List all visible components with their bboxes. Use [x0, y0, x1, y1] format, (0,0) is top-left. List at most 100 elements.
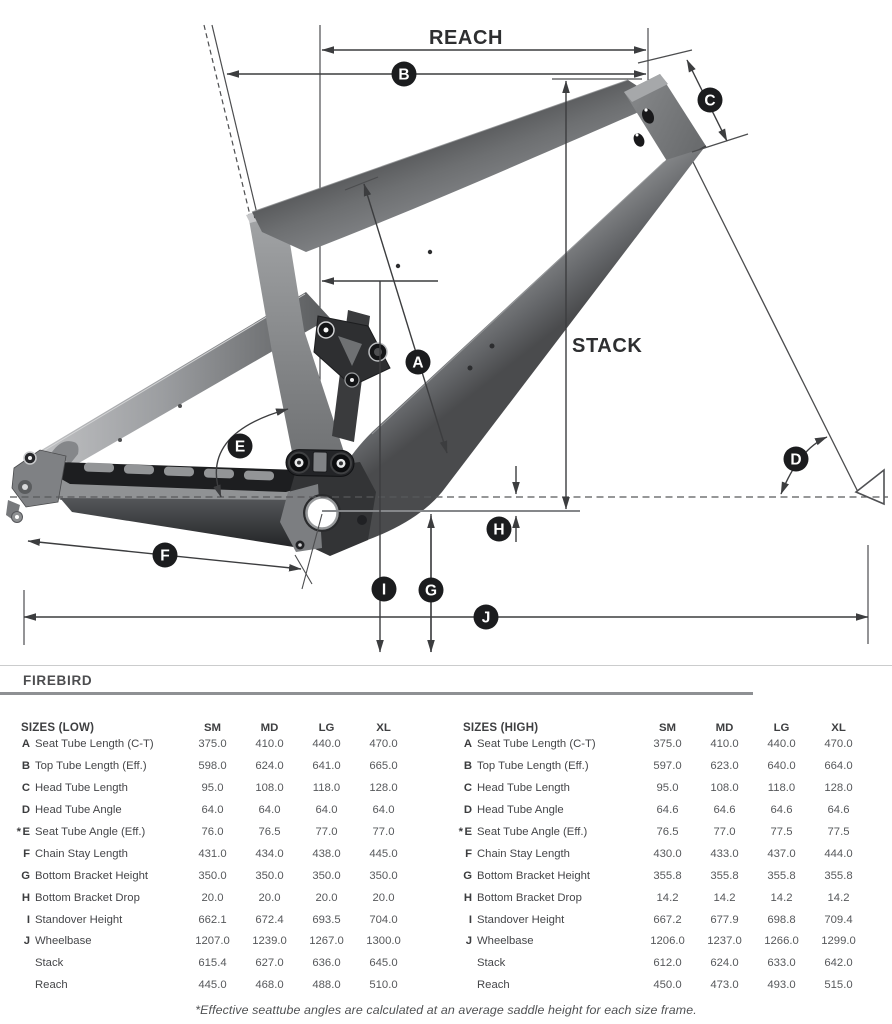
- seat-tube: [248, 206, 344, 476]
- row-label: Reach: [477, 979, 510, 992]
- svg-text:F: F: [160, 548, 169, 565]
- row-star: [12, 843, 21, 865]
- geometry-value: 677.9: [710, 913, 739, 926]
- svg-text:D: D: [790, 452, 801, 469]
- geometry-value: 693.5: [312, 913, 341, 926]
- row-star: [454, 865, 463, 887]
- row-letter: H: [463, 891, 472, 904]
- geometry-value: 14.2: [656, 891, 679, 904]
- callout-badge-i: I: [371, 576, 397, 602]
- row-star: [454, 909, 463, 931]
- front-axle-marker: [854, 468, 885, 506]
- geometry-value: 445.0: [198, 979, 227, 992]
- row-letter: [463, 974, 472, 996]
- row-label: Seat Tube Length (C-T): [477, 738, 596, 751]
- callout-badge-g: G: [418, 577, 444, 603]
- callout-badge-f: F: [152, 542, 178, 568]
- svg-text:A: A: [412, 355, 423, 372]
- size-column-header: SM: [203, 721, 222, 734]
- head-tube-tick-bottom: [691, 133, 749, 153]
- geometry-value: 444.0: [824, 847, 853, 860]
- geometry-value: 375.0: [198, 738, 227, 751]
- geometry-value: 470.0: [369, 738, 398, 751]
- geometry-value: 108.0: [710, 782, 739, 795]
- seat-tube-top-tick: [344, 176, 379, 191]
- geometry-value: 64.0: [201, 804, 224, 817]
- row-star: [454, 755, 463, 777]
- geometry-value: 20.0: [372, 891, 395, 904]
- geometry-value: 510.0: [369, 979, 398, 992]
- row-letter: A: [463, 738, 472, 751]
- geometry-value: 624.0: [255, 760, 284, 773]
- svg-text:H: H: [493, 522, 504, 539]
- geometry-value: 598.0: [198, 760, 227, 773]
- row-letter: D: [21, 804, 30, 817]
- size-column-header: LG: [773, 721, 790, 734]
- geometry-value: 64.6: [770, 804, 793, 817]
- row-letter: [21, 952, 30, 974]
- row-letter: A: [21, 738, 30, 751]
- size-column-header: SM: [658, 721, 677, 734]
- row-label: Standover Height: [35, 913, 123, 926]
- geometry-value: 77.0: [372, 826, 395, 838]
- row-letter: E: [22, 826, 30, 838]
- svg-text:B: B: [398, 67, 409, 84]
- row-label: Wheelbase: [35, 935, 92, 948]
- geometry-value: 431.0: [198, 847, 227, 860]
- geometry-value: 20.0: [258, 891, 281, 904]
- row-letter: J: [23, 935, 30, 948]
- geometry-value: 623.0: [710, 760, 739, 773]
- geometry-value: 430.0: [653, 847, 682, 860]
- geometry-value: 597.0: [653, 760, 682, 773]
- geometry-value: 20.0: [315, 891, 338, 904]
- row-star: *: [16, 826, 21, 838]
- callout-badges: A B C D E F G H I J: [152, 61, 809, 630]
- top-tube: [252, 80, 662, 252]
- reference-lines: [10, 28, 888, 645]
- model-title: FIREBIRD: [23, 673, 93, 688]
- row-letter: D: [463, 804, 472, 817]
- geometry-value: 473.0: [710, 979, 739, 992]
- geometry-value: 1300.0: [366, 935, 401, 948]
- geometry-value: 350.0: [369, 869, 398, 882]
- geometry-value: 1207.0: [195, 935, 230, 948]
- geometry-value: 434.0: [255, 847, 284, 860]
- geometry-value: 636.0: [312, 957, 341, 970]
- row-label: Stack: [477, 957, 506, 970]
- row-letter: C: [463, 782, 472, 795]
- geometry-value: 128.0: [369, 782, 398, 795]
- divider-top: [0, 665, 892, 666]
- geometry-value: 450.0: [653, 979, 682, 992]
- geometry-value: 64.6: [656, 804, 679, 817]
- row-star: [454, 887, 463, 909]
- geometry-value: 355.8: [710, 869, 739, 882]
- reach-label: REACH: [429, 27, 503, 49]
- geometry-value: 445.0: [369, 847, 398, 860]
- geometry-value: 698.8: [767, 913, 796, 926]
- callout-badge-d: D: [783, 446, 809, 472]
- geometry-value: 350.0: [255, 869, 284, 882]
- geometry-value: 76.0: [201, 826, 224, 838]
- row-label: Seat Tube Angle (Eff.): [477, 826, 588, 838]
- geometry-value: 633.0: [767, 957, 796, 970]
- head-tube-tick-top: [637, 49, 693, 64]
- seat-axis-extension: [301, 513, 323, 590]
- stack-label: STACK: [572, 335, 642, 357]
- geometry-diagram: REACH STACK A B C D E F G H I J: [6, 24, 888, 653]
- row-label: Top Tube Length (Eff.): [477, 760, 589, 773]
- row-star: *: [458, 826, 463, 838]
- row-label: Standover Height: [477, 913, 565, 926]
- row-star: [454, 734, 463, 756]
- geometry-value: 615.4: [198, 957, 227, 970]
- geometry-value: 1267.0: [309, 935, 344, 948]
- row-star: [12, 777, 21, 799]
